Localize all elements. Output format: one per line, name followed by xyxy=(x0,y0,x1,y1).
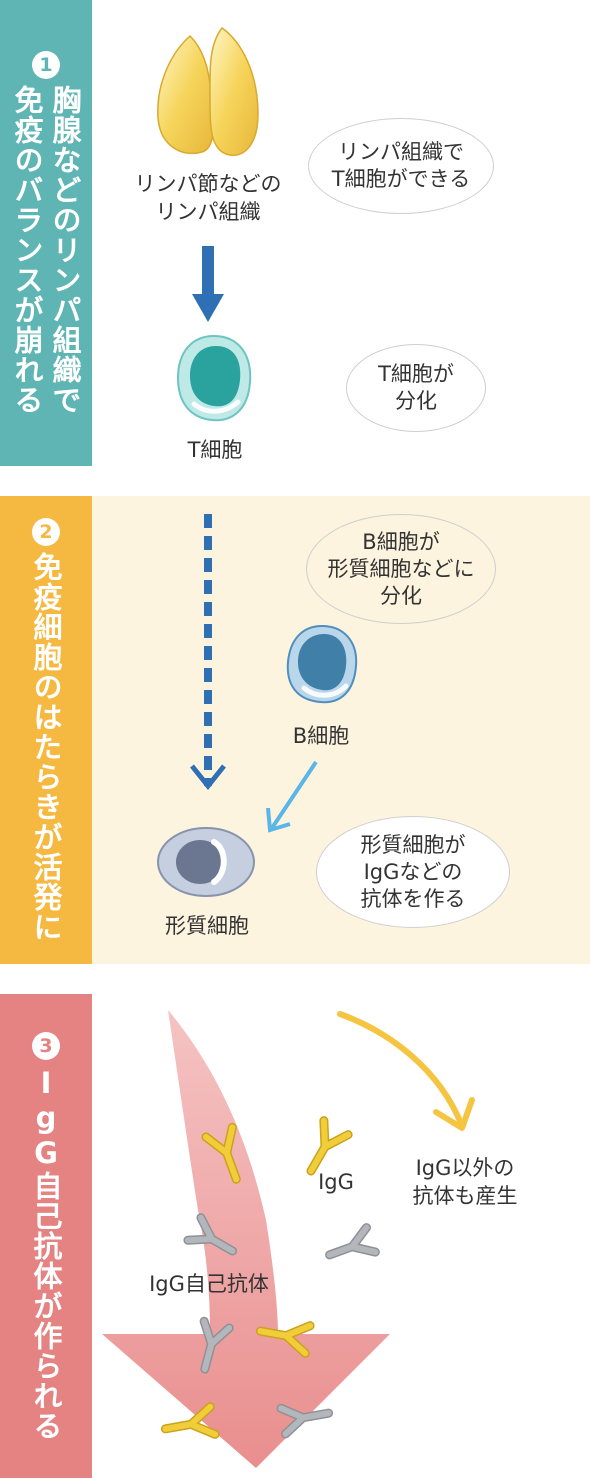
note-bubble-tcell-production: リンパ組織で T細胞ができる xyxy=(308,118,494,214)
panel-3: 3 IgG自己抗体が作られる IgG IgG自己抗体 IgG以外の 抗体も産生 xyxy=(0,994,590,1478)
panel-3-side-band: 3 IgG自己抗体が作られる xyxy=(0,994,92,1478)
t-cell-icon xyxy=(176,334,252,422)
panel-3-title: IgG自己抗体が作られる xyxy=(29,1065,63,1441)
b-to-plasma-arrow xyxy=(266,760,318,833)
antibody-gray-icon xyxy=(325,1223,380,1260)
note-bubble-antibody-production: 形質細胞が IgGなどの 抗体を作る xyxy=(316,816,510,928)
other-antibody-arrow xyxy=(337,1011,475,1131)
panel-1-side-band: 1 胸腺などのリンパ組織で 免疫のバランスが崩れる xyxy=(0,0,92,466)
step-number-badge: 2 xyxy=(32,518,60,546)
step-number-badge: 1 xyxy=(32,51,60,79)
antibody-yellow-icon xyxy=(306,1116,353,1176)
antibody-gray-icon xyxy=(183,1213,238,1256)
panel-1-title-line-1: 胸腺などのリンパ組織で xyxy=(48,85,82,415)
antibody-yellow-icon xyxy=(255,1321,315,1358)
down-arrow-blue xyxy=(192,246,224,322)
panel-2-side-band: 2 免疫細胞のはたらきが活発に xyxy=(0,496,92,964)
b-cell-icon xyxy=(286,624,358,704)
note-bubble-tcell-differentiation: T細胞が 分化 xyxy=(346,344,486,432)
panel-2-title: 免疫細胞のはたらきが活発に xyxy=(29,552,63,942)
antibody-yellow-icon xyxy=(160,1402,220,1439)
igg-label: IgG xyxy=(318,1170,354,1194)
step-number-badge: 3 xyxy=(32,1031,60,1060)
note-bubble-b-differentiation: B細胞が 形質細胞などに 分化 xyxy=(306,514,496,624)
lymph-tissue-label: リンパ節などの リンパ組織 xyxy=(134,172,282,224)
b-cell-label: B細胞 xyxy=(292,724,350,748)
other-antibody-label: IgG以外の 抗体も産生 xyxy=(412,1156,518,1208)
antibody-gray-icon xyxy=(276,1403,334,1439)
panel-1: 1 胸腺などのリンパ組織で 免疫のバランスが崩れる リンパ節などの リンパ組織 … xyxy=(0,0,590,466)
antibody-yellow-icon xyxy=(201,1122,241,1184)
plasma-cell-label: 形質細胞 xyxy=(165,914,249,938)
plasma-cell-icon xyxy=(157,827,255,897)
panel-2: 2 免疫細胞のはたらきが活発に B細胞 形質細胞 B細胞が 形質細胞などに 分化… xyxy=(0,496,590,964)
dashed-down-arrow xyxy=(190,514,226,791)
lymph-tissue-illustration xyxy=(157,26,259,156)
production-big-arrow xyxy=(102,1010,390,1468)
antibody-gray-icon xyxy=(199,1316,234,1374)
panel-1-title-line-2: 免疫のバランスが崩れる xyxy=(10,85,44,415)
t-cell-label: T細胞 xyxy=(187,438,243,462)
autoantibody-label: IgG自己抗体 xyxy=(149,1272,269,1296)
